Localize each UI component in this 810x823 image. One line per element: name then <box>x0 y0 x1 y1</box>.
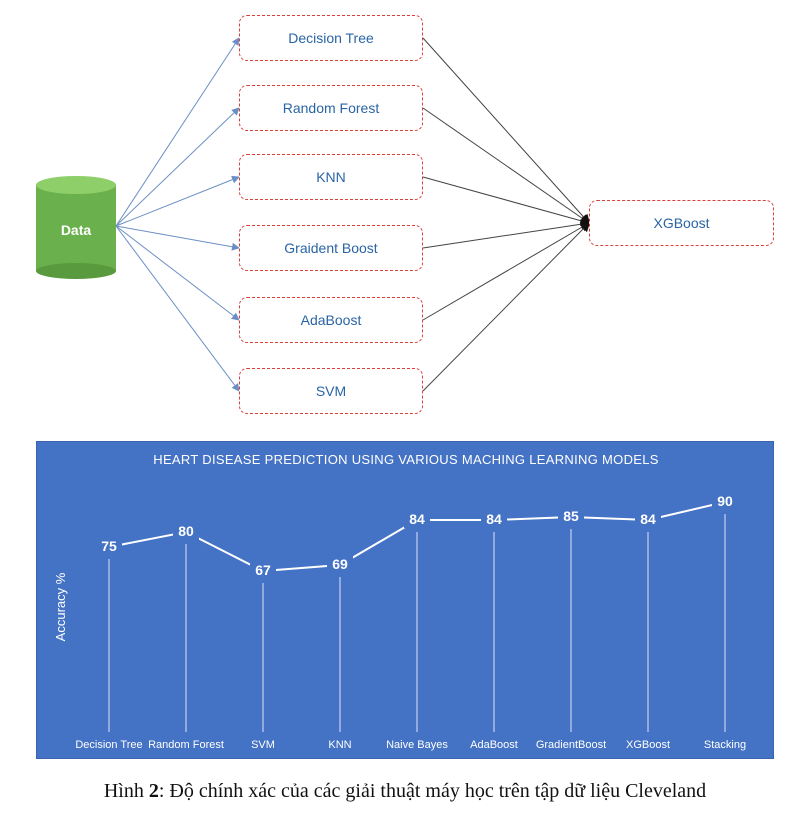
data-label-8: 90 <box>717 493 733 509</box>
model-box-random-forest: Random Forest <box>239 85 423 131</box>
data-label-5: 84 <box>486 511 502 527</box>
target-box-xgboost: XGBoost <box>589 200 774 246</box>
y-axis-label: Accuracy % <box>53 572 68 641</box>
x-tick-label-3: KNN <box>328 739 351 751</box>
data-label-bg-1 <box>173 522 199 540</box>
data-label-bg-7 <box>635 510 661 528</box>
arrow-from-adaboost <box>422 221 591 321</box>
input-arrows <box>115 37 240 392</box>
x-tick-label-1: Random Forest <box>148 739 224 751</box>
data-label-bg-5 <box>481 510 507 528</box>
arrow-from-knn <box>422 176 591 226</box>
arrow-to-knn <box>115 175 240 227</box>
database-cylinder-icon <box>36 176 116 279</box>
model-box-svm: SVM <box>239 368 423 414</box>
data-label-2: 67 <box>255 562 271 578</box>
arrow-from-random-forest <box>422 107 591 225</box>
accuracy-chart: HEART DISEASE PREDICTION USING VARIOUS M… <box>36 441 774 759</box>
x-tick-label-2: SVM <box>251 739 275 751</box>
model-diagram <box>36 37 591 392</box>
x-tick-label-5: AdaBoost <box>470 739 518 751</box>
data-label-1: 80 <box>178 523 194 539</box>
data-label-6: 85 <box>563 508 579 524</box>
x-tick-label-0: Decision Tree <box>75 739 142 751</box>
model-box-graident-boost: Graident Boost <box>239 225 423 271</box>
caption-prefix: Hình <box>103 780 149 802</box>
arrow-to-random-forest <box>115 107 240 227</box>
x-tick-label-8: Stacking <box>704 739 746 751</box>
data-label: Data <box>60 222 92 238</box>
model-box-label: SVM <box>315 383 347 399</box>
model-box-adaboost: AdaBoost <box>239 297 423 343</box>
arrow-to-svm <box>115 225 240 392</box>
arrow-to-graident-boost <box>115 225 240 251</box>
x-tick-label-7: XGBoost <box>626 739 670 751</box>
model-box-decision-tree: Decision Tree <box>239 15 423 61</box>
data-label-bg-2 <box>250 561 276 579</box>
caption-text: : Độ chính xác của các giải thuật máy họ… <box>158 780 707 802</box>
x-tick-label-6: GradientBoost <box>536 739 606 751</box>
data-label-4: 84 <box>409 511 425 527</box>
caption-number: 2 <box>148 780 159 802</box>
chart-title: HEART DISEASE PREDICTION USING VARIOUS M… <box>153 452 658 467</box>
arrow-from-decision-tree <box>422 37 591 225</box>
data-label-0: 75 <box>101 538 117 554</box>
figure-caption: Hình 2: Độ chính xác của các giải thuật … <box>0 780 810 803</box>
output-arrows <box>422 37 591 392</box>
data-label-bg-6 <box>558 507 584 525</box>
arrow-from-graident-boost <box>422 219 591 249</box>
data-label-3: 69 <box>332 556 348 572</box>
model-box-label: AdaBoost <box>300 312 362 328</box>
model-box-label: Decision Tree <box>288 30 374 46</box>
data-label-bg-8 <box>712 492 738 510</box>
x-tick-label-4: Naive Bayes <box>386 739 448 751</box>
model-box-knn: KNN <box>239 154 423 200</box>
model-box-label: Random Forest <box>282 100 380 116</box>
data-label-bg-3 <box>327 555 353 573</box>
arrow-from-svm <box>422 221 591 392</box>
data-label-bg-0 <box>96 537 122 555</box>
model-box-label: Graident Boost <box>284 240 378 256</box>
arrow-to-decision-tree <box>115 37 240 227</box>
model-box-label: KNN <box>316 169 346 185</box>
data-label-bg-4 <box>404 510 430 528</box>
target-box-label: XGBoost <box>653 215 710 231</box>
data-label-7: 84 <box>640 511 656 527</box>
arrow-to-adaboost <box>115 225 240 321</box>
